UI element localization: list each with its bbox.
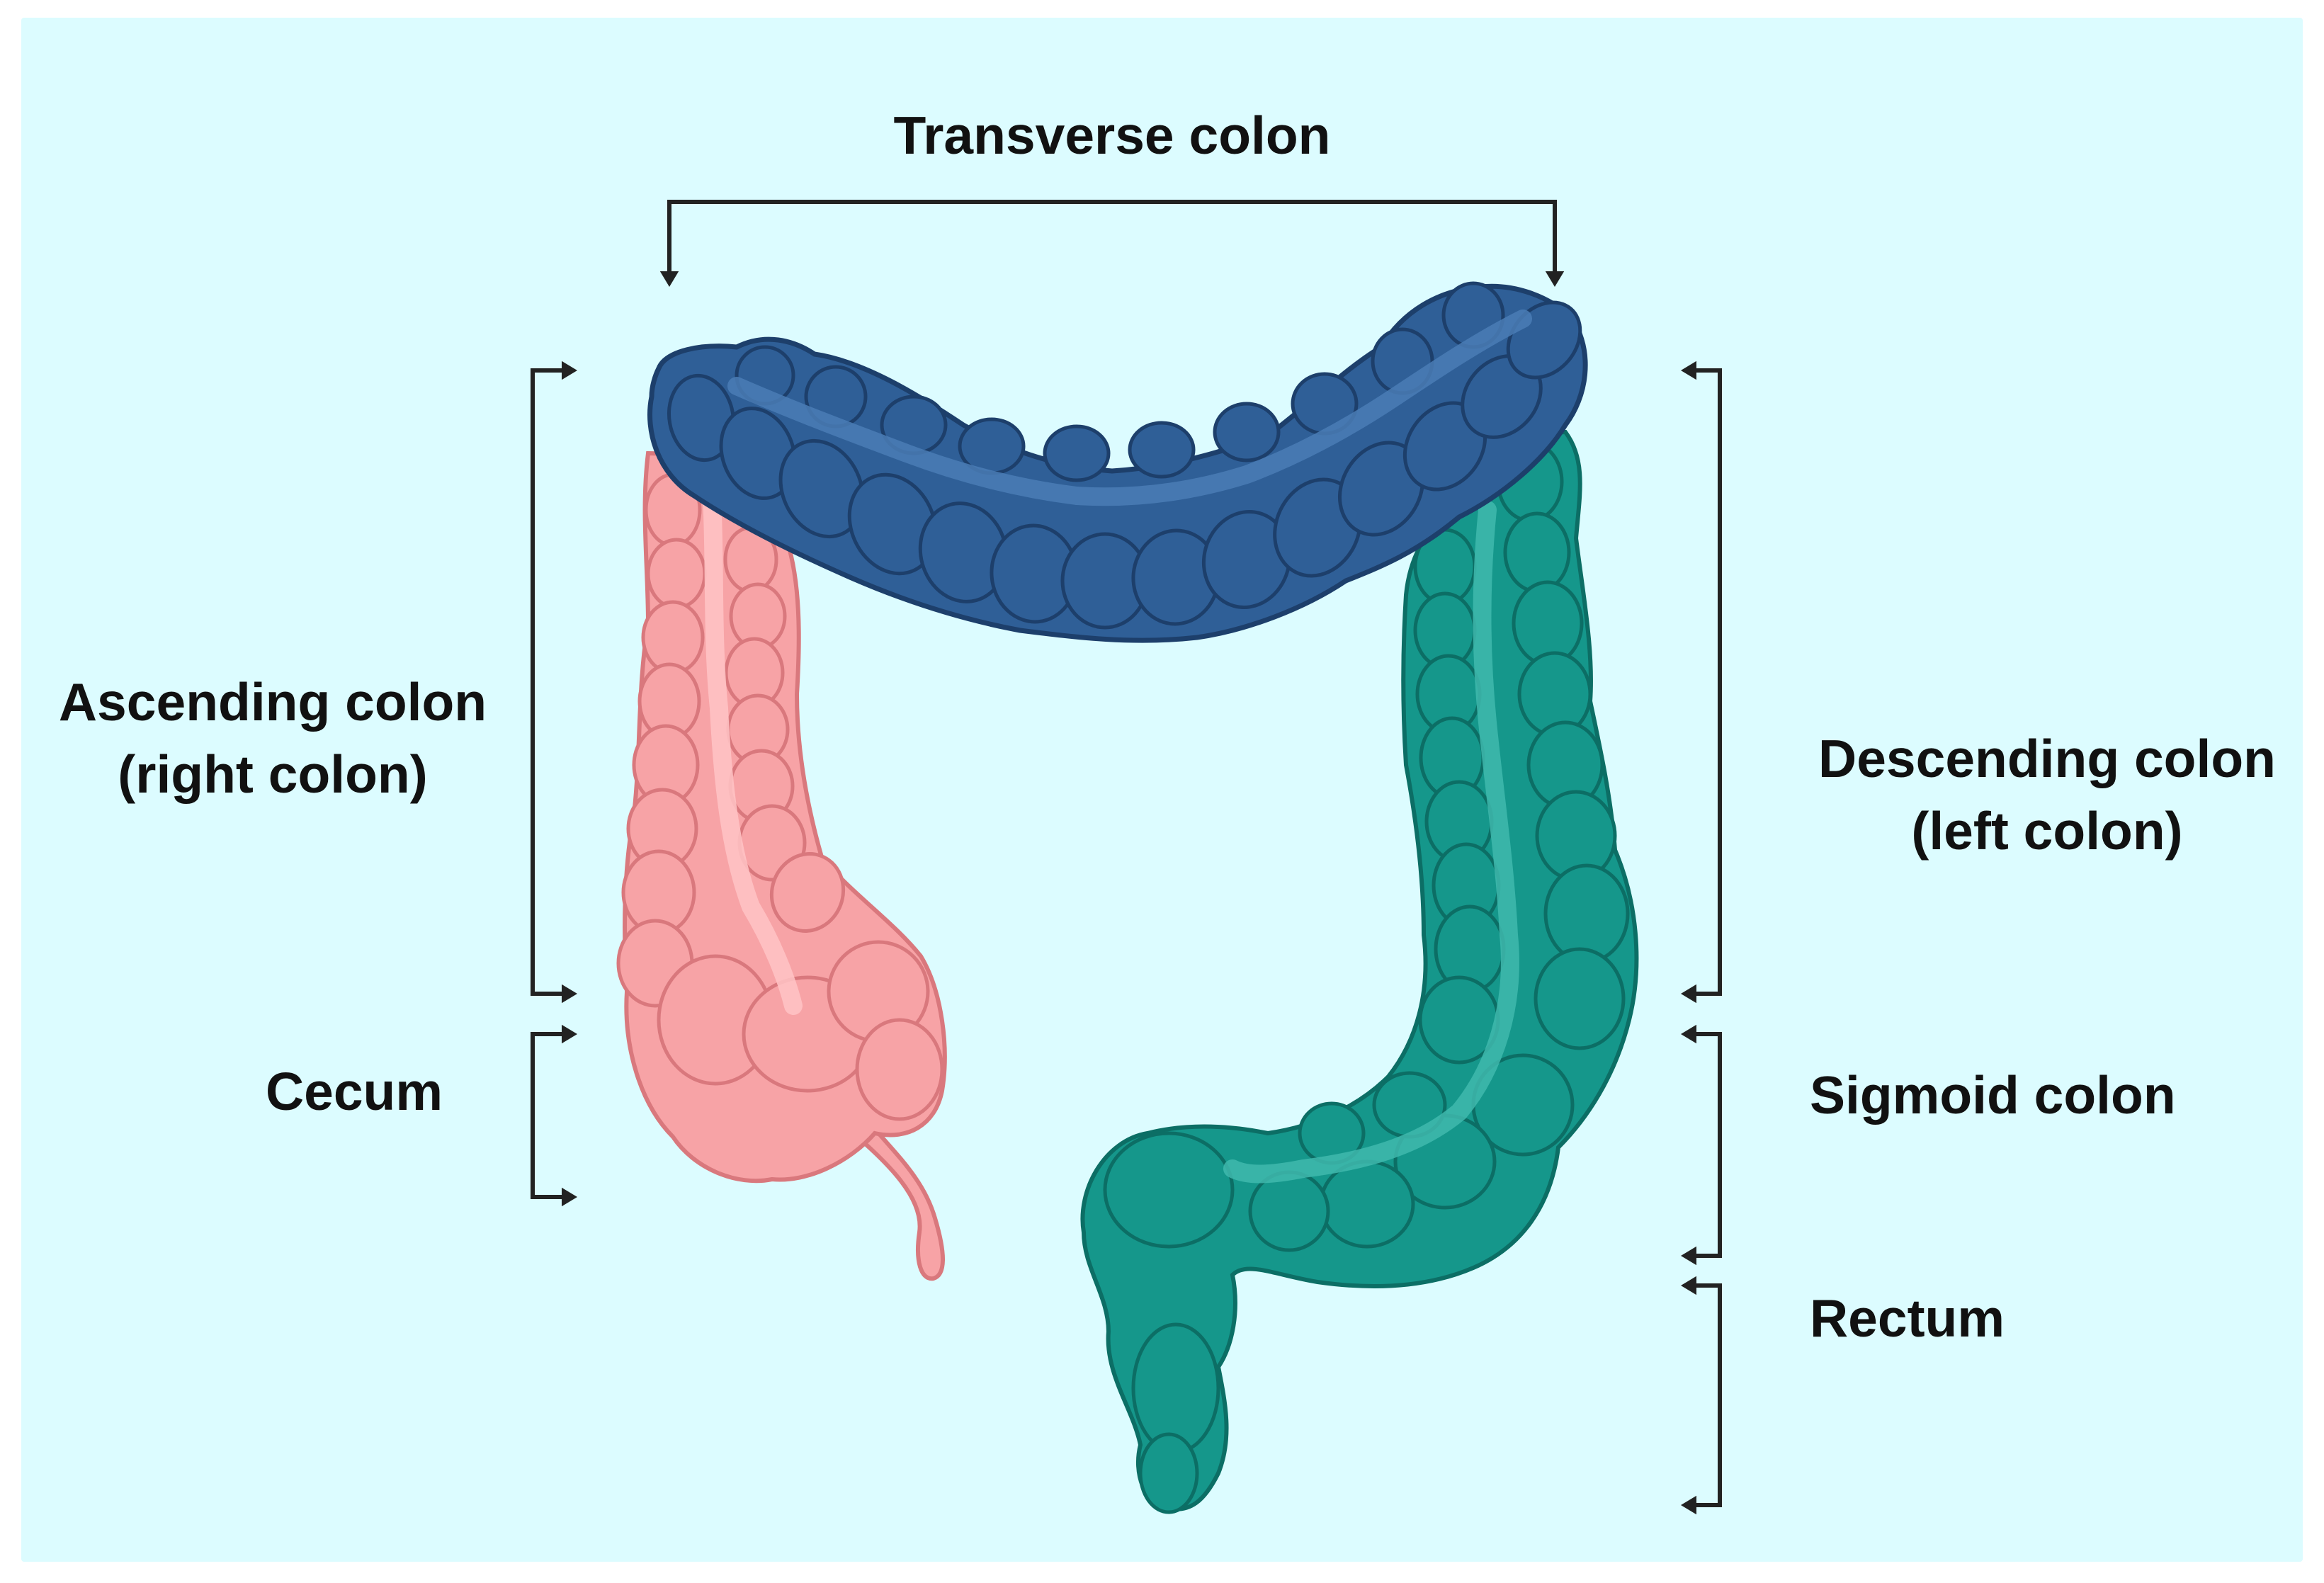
descending-haustrum-20: [1248, 1170, 1330, 1252]
descending-haustrum-2: [1503, 511, 1571, 594]
descending-haustrum-8: [1534, 947, 1626, 1050]
appendix: [851, 1099, 945, 1281]
transverse-right-arrow: [1545, 271, 1565, 287]
ascending-colon-taenia: [703, 487, 803, 1015]
diagram-background: [21, 18, 2303, 1562]
ascending-colon-cecum: [616, 450, 947, 1281]
rectum-bracket-bottom-arrow: [1681, 1495, 1696, 1515]
ascending-bracket-top-arrow: [562, 361, 577, 380]
cecum-bracket-top-arrow: [562, 1024, 577, 1044]
transverse-haustrum-19: [1043, 424, 1111, 482]
ascending-haustrum-3: [641, 600, 705, 675]
label-rectum: Rectum: [1810, 1288, 2005, 1348]
descending-haustrum-7: [1543, 863, 1630, 964]
transverse-haustrum-1: [667, 373, 736, 463]
ascending-haustrum-19: [855, 1018, 944, 1121]
descending-haustrum-23: [1103, 1131, 1235, 1249]
label-descending-colon: Descending colon (left colon): [1818, 729, 2276, 861]
label-cecum: Cecum: [265, 1062, 443, 1121]
transverse-haustrum-20: [1128, 421, 1196, 479]
rectum-bracket-top-arrow: [1681, 1276, 1696, 1295]
descending-haustrum-24: [1131, 1322, 1220, 1454]
label-ascending-colon: Ascending colon (right colon): [58, 672, 487, 804]
label-transverse-colon: Transverse colon: [893, 106, 1331, 165]
descending-haustrum-25: [1138, 1432, 1199, 1514]
label-brackets: [531, 200, 1722, 1515]
sigmoid-bracket-top-arrow: [1681, 1024, 1696, 1044]
descending-bracket-top-arrow: [1681, 361, 1696, 380]
transverse-colon-taenia: [727, 310, 1532, 506]
transverse-left-arrow: [659, 271, 679, 287]
descending-sigmoid-rectum: [1080, 429, 1639, 1514]
transverse-haustrum-2: [719, 407, 797, 500]
sigmoid-bracket-bottom-arrow: [1681, 1246, 1696, 1266]
transverse-haustrum-3: [778, 438, 865, 539]
transverse-colon-haustra: [667, 281, 1582, 630]
ascending-haustrum-15: [769, 852, 846, 933]
cecum-bracket-bottom-arrow: [562, 1187, 577, 1207]
transverse-haustrum-21: [1213, 402, 1281, 463]
transverse-colon: [647, 281, 1588, 643]
transverse-haustrum-9: [1201, 510, 1292, 609]
descending-colon-taenia: [1223, 501, 1519, 1184]
descending-haustrum-19: [1319, 1159, 1415, 1249]
descending-bracket-bottom-arrow: [1681, 984, 1696, 1004]
ascending-colon-haustra: [616, 472, 944, 1121]
ascending-bracket-bottom-arrow: [562, 984, 577, 1004]
label-sigmoid-colon: Sigmoid colon: [1810, 1065, 2176, 1125]
ascending-haustrum-2: [646, 538, 707, 610]
transverse-haustrum-4: [847, 472, 938, 576]
